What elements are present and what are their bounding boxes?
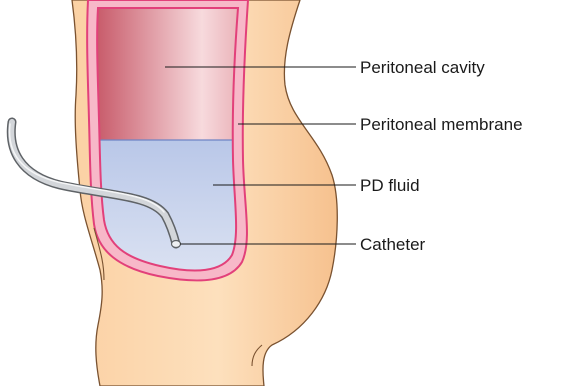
catheter-tip [172, 241, 181, 248]
label-catheter: Catheter [360, 235, 426, 254]
peritoneal-cavity-region [90, 0, 250, 140]
label-pd-fluid: PD fluid [360, 176, 420, 195]
label-peritoneal-cavity: Peritoneal cavity [360, 58, 485, 77]
label-peritoneal-membrane: Peritoneal membrane [360, 115, 523, 134]
